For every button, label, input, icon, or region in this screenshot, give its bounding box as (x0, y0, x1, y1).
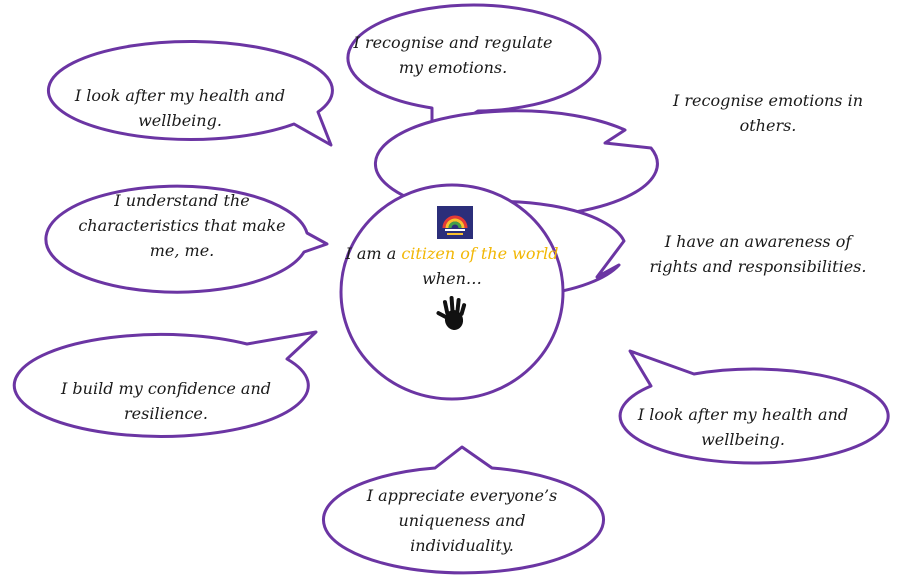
bubble-text-right-middle: I have an awareness of rights and respon… (649, 232, 867, 276)
center-highlight: citizen of the world (401, 244, 559, 263)
bubble-text-right-lower: I look after my health and wellbeing. (637, 405, 849, 449)
school-logo-icon (437, 206, 473, 239)
center-prefix: I am a (345, 244, 402, 263)
bubble-text-left-lower: I build my confidence and resilience. (61, 379, 271, 423)
speech-bubble-left-lower (12, 330, 318, 438)
center-statement: I am a citizen of the world when… (345, 241, 559, 291)
bubble-text-top-left: I look after my health and wellbeing. (74, 86, 286, 130)
bubble-text-left-middle: I understand the characteristics that ma… (78, 191, 286, 260)
speech-bubble-bottom-center (322, 445, 605, 575)
handprint-icon (436, 296, 467, 330)
speech-bubble-top-center (346, 3, 602, 142)
center-circle (339, 183, 565, 401)
speech-bubble-right-lower (618, 349, 890, 465)
bubble-text-right-upper: I recognise emotions in others. (672, 91, 864, 135)
speech-bubble-left-middle (44, 184, 329, 294)
speech-bubble-top-left (46, 39, 334, 147)
bubble-text-bottom-center: I appreciate everyone’s uniqueness and i… (366, 486, 558, 555)
center-suffix: when… (422, 269, 482, 288)
bubble-text-top-center: I recognise and regulate my emotions. (353, 33, 553, 77)
